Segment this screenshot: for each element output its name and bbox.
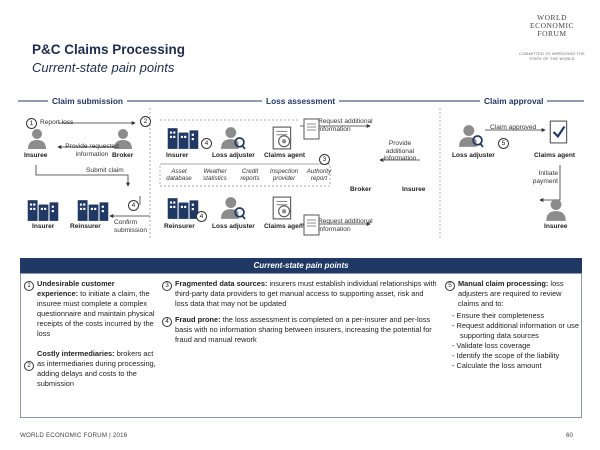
pain-point-5-title: Manual claim processing:: [458, 279, 549, 288]
pain-point-1-text: to initiate a claim, the insuree must co…: [37, 289, 155, 338]
step-number: 4: [196, 211, 207, 222]
pain-point-4-text: the loss assessment is completed on a pe…: [175, 315, 432, 344]
actor-claims-agent: Claims agent: [534, 152, 576, 159]
wef-logo: WORLD ECONOMIC FORUM: [520, 14, 584, 38]
data-source-inspection: Inspection provider: [269, 168, 299, 183]
bullet-item: - Ensure their completeness: [452, 311, 545, 320]
label-report-loss: Report loss: [40, 119, 74, 126]
actor-reinsurer: Reinsurer: [164, 223, 195, 230]
page-number: 60: [566, 432, 573, 439]
actor-loss-adjuster: Loss adjuster: [452, 152, 495, 159]
reinsurer-building-icon: [76, 198, 110, 222]
footer-text: WORLD ECONOMIC FORUM | 2016: [20, 432, 128, 439]
actor-loss-adjuster: Loss adjuster: [212, 152, 255, 159]
label-request-additional-top: Request additional information: [318, 118, 373, 133]
data-source-credit: Credit reports: [240, 168, 260, 183]
actor-claims-agent: Claims agent: [264, 152, 306, 159]
label-provide-additional: Provide additional information: [383, 140, 417, 163]
label-claim-approved: Claim approved: [490, 124, 537, 131]
pain-point-number: 1: [24, 281, 34, 291]
pain-points-banner: Current-state pain points: [20, 258, 582, 273]
loss-adjuster-icon: [220, 196, 246, 220]
label-request-additional-bottom: Request additional information: [318, 218, 373, 233]
step-number: 5: [498, 138, 509, 149]
data-source-weather: Weather statistics: [203, 168, 227, 183]
reinsurer-building-icon: [166, 196, 200, 220]
pain-point-5-bullets: - Ensure their completeness - Request ad…: [452, 311, 580, 371]
insuree-icon: [544, 198, 568, 222]
loss-adjuster-icon: [458, 124, 484, 148]
label-submit-claim: Submit claim: [86, 167, 124, 174]
step-number: 4: [201, 138, 212, 149]
bullet-text: Ensure their completeness: [456, 311, 545, 320]
label-confirm-submission: Confirm submission: [114, 219, 147, 234]
actor-loss-adjuster: Loss adjuster: [212, 223, 255, 230]
step-number: 4: [128, 200, 139, 211]
arrow-initiate-payment: [539, 165, 561, 202]
actor-reinsurer: Reinsurer: [70, 223, 101, 230]
data-source-asset: Asset database: [166, 168, 192, 183]
pain-point-number: 2: [24, 361, 34, 371]
lane-header-submission: Claim submission: [48, 96, 128, 106]
data-source-box: [159, 163, 331, 187]
actor-insuree: Insuree: [24, 152, 48, 159]
pain-point-2-title: Costly intermediaries:: [37, 349, 115, 358]
logo-line-1: WORLD: [537, 13, 567, 22]
pain-point-2-text: brokers act as intermediaries during pro…: [37, 349, 156, 388]
logo-line-3: FORUM: [537, 29, 567, 38]
actor-broker: Broker: [112, 152, 134, 159]
loss-adjuster-icon: [220, 126, 246, 150]
page-title: P&C Claims Processing: [32, 42, 186, 57]
insurer-building-icon: [26, 198, 60, 222]
pain-point-3: Fragmented data sources: insurers must e…: [175, 279, 437, 309]
insurer-building-icon: [166, 126, 200, 150]
claims-agent-icon: [270, 126, 296, 150]
actor-insurer: Insurer: [166, 152, 189, 159]
pain-point-number: 5: [445, 281, 455, 291]
bullet-text: Request additional information or use su…: [456, 321, 579, 340]
pain-point-4-title: Fraud prone:: [175, 315, 221, 324]
label-initiate-payment: Initiate payment: [532, 170, 558, 185]
actor-insurer: Insurer: [32, 223, 55, 230]
actor-claims-agent: Claims agent: [264, 223, 306, 230]
pain-point-number: 3: [162, 281, 172, 291]
label-provide-requested-info: Provide requested information: [65, 143, 119, 158]
pain-point-4: Fraud prone: the loss assessment is comp…: [175, 315, 437, 345]
step-number: 1: [26, 118, 37, 129]
bullet-item: - Identify the scope of the liability: [452, 351, 560, 360]
arrow-submit-claim: [35, 165, 130, 187]
pain-point-1-title: Undesirable customer experience:: [37, 279, 115, 298]
lane-header-approval: Claim approval: [480, 96, 548, 106]
bullet-item: - Calculate the loss amount: [452, 361, 542, 370]
pain-point-5-text: loss adjusters are required to review cl…: [458, 279, 564, 308]
bullet-text: Calculate the loss amount: [456, 361, 542, 370]
bullet-text: Identify the scope of the liability: [456, 351, 560, 360]
approved-document-icon: [548, 120, 570, 144]
pain-points-box: [20, 273, 582, 418]
pain-point-5: Manual claim processing: loss adjusters …: [458, 279, 580, 309]
pain-point-2: Costly intermediaries: brokers act as in…: [37, 349, 157, 389]
insuree-icon: [24, 128, 50, 150]
data-source-authority: Authority report: [306, 168, 332, 183]
actor-insuree: Insuree: [402, 186, 426, 193]
pain-point-1: Undesirable customer experience: to init…: [37, 279, 157, 339]
bullet-item: - Validate loss coverage: [452, 341, 531, 350]
bullet-item: - Request additional information or use …: [452, 321, 579, 340]
lane-header-assessment: Loss assessment: [262, 96, 340, 106]
page-subtitle: Current-state pain points: [32, 60, 175, 75]
logo-tagline: COMMITTED TO IMPROVING THE STATE OF THE …: [519, 52, 585, 61]
step-number: 2: [140, 116, 151, 127]
pain-point-3-text: insurers must establish individual relat…: [175, 279, 437, 308]
step-number: 3: [319, 154, 330, 165]
pain-point-number: 4: [162, 317, 172, 327]
pain-point-3-title: Fragmented data sources:: [175, 279, 268, 288]
bullet-text: Validate loss coverage: [456, 341, 531, 350]
actor-insuree: Insuree: [544, 223, 568, 230]
claims-agent-icon: [270, 196, 296, 220]
actor-broker: Broker: [350, 186, 372, 193]
logo-line-2: ECONOMIC: [529, 21, 574, 30]
